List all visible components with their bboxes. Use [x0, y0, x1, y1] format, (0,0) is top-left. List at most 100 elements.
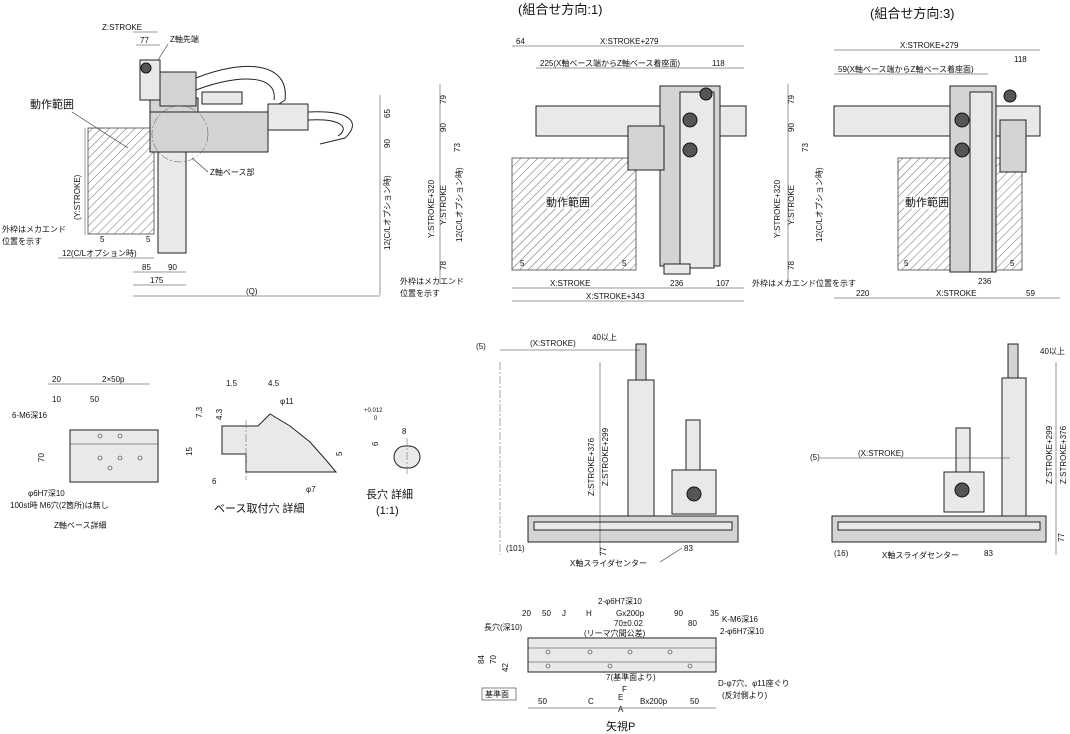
dim-70-p: 70 [489, 655, 498, 664]
dim-x-stroke-paren: (X:STROKE) [530, 339, 576, 348]
dim-42: 42 [501, 663, 510, 672]
dim-y-stroke-320: Y:STROKE+320 [427, 179, 436, 238]
dim-x-stroke-343: X:STROKE+343 [586, 292, 645, 301]
dim-x-stroke-b: X:STROKE [936, 289, 976, 298]
dim-78-b: 78 [787, 261, 796, 270]
dim-6: 6 [212, 477, 217, 486]
dim-73: 73 [453, 143, 462, 152]
dim-y-stroke-b: Y:STROKE [787, 185, 796, 225]
z-column-front [627, 379, 655, 525]
m6-holes-label: 6-M6深16 [12, 411, 48, 420]
dim-85: 85 [142, 263, 151, 272]
dim-phi7: φ7 [306, 485, 316, 494]
dim-h: H [586, 609, 592, 618]
dim-c: C [588, 697, 594, 706]
dim-y-stroke: Y:STROKE [439, 185, 448, 225]
dim-101: (101) [506, 544, 525, 553]
base-hole-section [221, 413, 338, 473]
dim-77-c: 77 [1057, 533, 1066, 542]
dim-175: 175 [150, 276, 164, 285]
view-direction-3: (組合せ方向:3) 動作範囲 X:STROKE+279 118 59(X軸ベース… [752, 6, 1060, 299]
dim-12co: 12(C/Lオプション時) [383, 175, 392, 250]
dim-50-pb: 50 [538, 697, 547, 706]
operating-range-label: 動作範囲 [30, 97, 74, 111]
view-z-side: 動作範囲 Z:STROKE 77 Z軸先端 Z軸ベース部 65 90 12(C/… [2, 23, 392, 297]
h7-2b-label: 2-φ6H7深10 [720, 627, 764, 636]
dim-x-stroke-a: X:STROKE [550, 279, 590, 288]
d-holes-label-1: D-φ7穴、φ11座ぐり [718, 678, 790, 688]
dim-79-b: 79 [787, 95, 796, 104]
h7-10-label: φ6H7深10 [28, 489, 65, 498]
dim-35: 35 [710, 609, 719, 618]
dim-236: 236 [670, 279, 684, 288]
title-arrow-view: 矢視P [606, 719, 635, 733]
dim-4-5: 4.5 [268, 379, 280, 388]
view-arrow-p: 20 50 J H 2-φ6H7深10 Gx200p 90 35 K-M6深16… [477, 597, 790, 733]
dim-59-note: 59(X軸ベース端からZ軸ベース着座面) [838, 64, 974, 74]
zaxis-base-plate [69, 429, 159, 483]
title-direction-1: (組合せ方向:1) [518, 2, 603, 17]
k-m6-label: K-M6深16 [722, 615, 759, 624]
dim-84: 84 [477, 655, 486, 664]
dim-77-b: 77 [599, 547, 608, 556]
h7-2a-label: 2-φ6H7深10 [598, 597, 642, 606]
x-slider-center-label: X軸スライダセンター [570, 558, 647, 568]
dim-50-pc: 50 [690, 697, 699, 706]
dim-5g: 5 [335, 451, 344, 456]
dim-83: 83 [684, 544, 693, 553]
dim-50-p: 50 [542, 609, 551, 618]
view-zaxis-base-detail: 20 2×50p 10 50 6-M6深16 70 φ6H7深10 100st時… [10, 375, 159, 530]
dim-90b: 90 [168, 263, 177, 272]
dim-77: 77 [140, 36, 149, 45]
x-base-bottom [527, 637, 717, 673]
dim-q: (Q) [246, 287, 258, 296]
operating-range-label-3: 動作範囲 [905, 195, 949, 209]
dim-z-stroke-299: Z:STROKE+299 [601, 427, 610, 486]
dim-12co-h: 12(C/Lオプション時) [62, 249, 137, 258]
dim-x-stroke-paren-b: (X:STROKE) [858, 449, 904, 458]
dim-y-stroke-paren: (Y:STROKE) [73, 174, 82, 220]
dim-70: 70 [37, 453, 46, 462]
title-slot-scale: (1:1) [376, 505, 399, 517]
title-zaxis-base-detail: Z軸ベース詳細 [54, 520, 107, 530]
slot-depth-label: 長穴(深10) [484, 622, 523, 632]
operating-range-label-1: 動作範囲 [546, 195, 590, 209]
dim-20: 20 [52, 375, 61, 384]
pitch-tol: 70±0.02 [614, 619, 643, 628]
dim-p5: (5) [476, 342, 486, 351]
dim-z-stroke-376: Z:STROKE+376 [587, 437, 596, 496]
dim-5f: 5 [1010, 259, 1015, 268]
dim-64: 64 [516, 37, 525, 46]
dim-bx200p: Bx200p [640, 697, 668, 706]
mech-end-label-2: 位置を示す [2, 236, 42, 246]
title-slot-detail: 長穴 詳細 [366, 487, 413, 501]
dim-90c: 90 [439, 123, 448, 132]
dim-5c: 5 [520, 259, 525, 268]
dim-1-5: 1.5 [226, 379, 238, 388]
dim-225: 225(X軸ベース端からZ軸ベース着座面) [540, 58, 680, 68]
dim-phi11: φ11 [280, 397, 294, 406]
d-holes-label-2: (反対側より) [722, 690, 768, 700]
mech-end-label-3: 外枠はメカエンド [400, 276, 464, 286]
dim-a: A [618, 705, 624, 714]
dim-236-b: 236 [978, 277, 992, 286]
view-slot-detail: 6 +0.012 0 8 長穴 詳細 (1:1) [364, 408, 421, 517]
ream-tol: (リーマ穴間公差) [584, 628, 646, 638]
dim-90: 90 [383, 139, 392, 148]
dim-j: J [562, 609, 566, 618]
dim-10: 10 [52, 395, 61, 404]
dim-40: 40以上 [592, 333, 617, 342]
dim-59: 59 [1026, 289, 1035, 298]
dim-e: E [618, 693, 623, 702]
dim-7-3: 7.3 [195, 406, 204, 418]
view-front-3: (5) (X:STROKE) 40以上 Z:STROKE+299 Z:STROK… [810, 343, 1068, 560]
operating-range-hatch [87, 127, 155, 235]
dim-5d: 5 [622, 259, 627, 268]
dim-15: 15 [185, 447, 194, 456]
z-column-front-3 [1001, 377, 1027, 525]
dim-83-b: 83 [984, 549, 993, 558]
dim-5a: 5 [100, 235, 105, 244]
mech-end-label-4: 位置を示す [400, 288, 440, 298]
dim-118: 118 [712, 59, 725, 68]
